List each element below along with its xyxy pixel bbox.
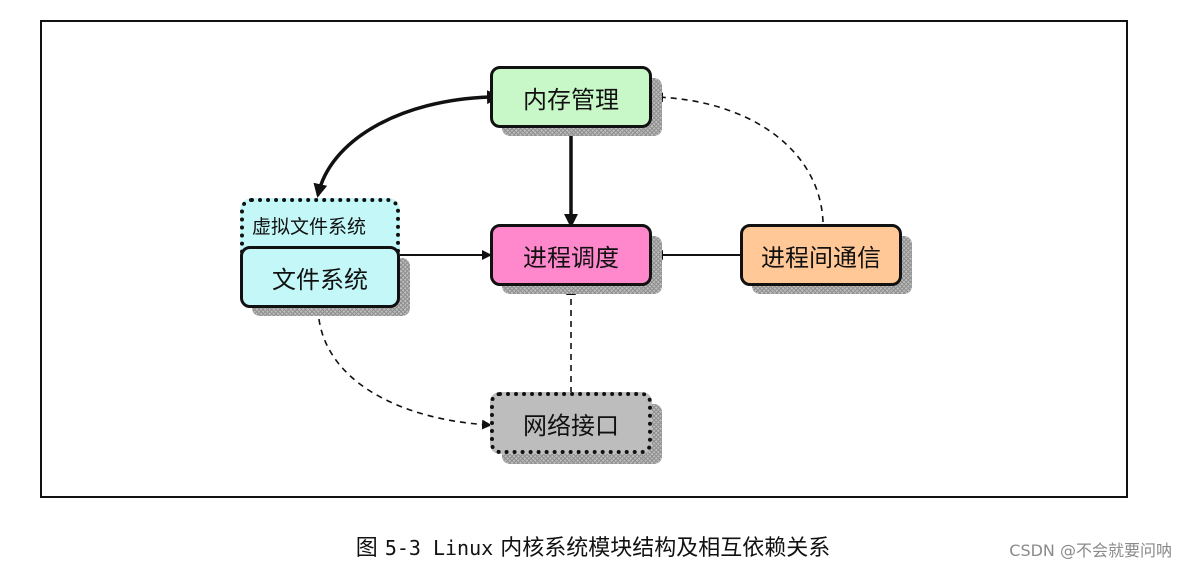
- figure-caption: 图 5-3 Linux 内核系统模块结构及相互依赖关系: [0, 530, 1186, 562]
- vfs-label: 虚拟文件系统: [252, 216, 367, 238]
- process-scheduler-node: 进程调度: [490, 224, 652, 286]
- arrow-fs-network: [317, 307, 492, 430]
- file-system-node: 文件系统: [240, 246, 400, 308]
- ipc-node: 进程间通信: [740, 224, 902, 286]
- caption-number: 5-3 Linux: [384, 536, 494, 560]
- diagram-frame: [40, 20, 1128, 498]
- caption-prefix: 图: [355, 536, 378, 561]
- watermark: CSDN @不会就要问呐: [1009, 541, 1172, 560]
- arrow-ipc-memory: [653, 92, 824, 223]
- arrow-memory-vfs: [313, 90, 501, 198]
- network-interface-node: 网络接口: [490, 392, 652, 454]
- memory-management-node: 内存管理: [490, 66, 652, 128]
- caption-text: 内核系统模块结构及相互依赖关系: [500, 536, 831, 561]
